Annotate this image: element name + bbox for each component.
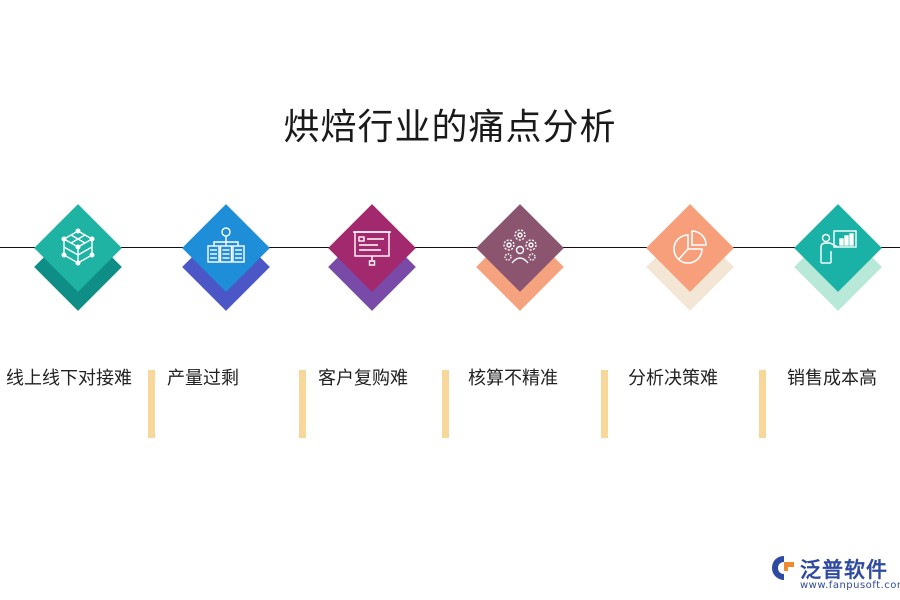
pain-point-label-3: 客户复购难 (318, 368, 408, 389)
brand-logo: 泛普软件 www.fanpusoft.com (770, 552, 900, 596)
separator-bar (759, 370, 766, 438)
pain-point-node-5 (640, 204, 740, 311)
logo-mark-icon (772, 556, 794, 580)
separator-bar (148, 370, 155, 438)
separator-bar (442, 370, 449, 438)
pain-point-node-4 (470, 204, 570, 311)
timeline-line (0, 247, 900, 248)
page-title: 烘焙行业的痛点分析 (283, 107, 617, 148)
pie-chart-icon (673, 230, 707, 264)
server-network-icon (207, 227, 245, 263)
pain-point-node-2 (176, 204, 276, 311)
logo-name: 泛普软件 (800, 558, 888, 582)
pain-point-node-6 (788, 204, 888, 311)
pain-point-node-1 (28, 204, 128, 311)
cube-network-icon (61, 228, 95, 266)
gears-person-icon (503, 229, 537, 264)
pain-point-label-2: 产量过剩 (167, 368, 239, 389)
pain-point-label-5: 分析决策难 (628, 368, 718, 389)
pain-point-node-3 (322, 204, 422, 311)
logo-url: www.fanpusoft.com (800, 580, 900, 591)
presentation-board-icon (353, 231, 391, 266)
separator-bar (601, 370, 608, 438)
pain-point-label-1: 线上线下对接难 (6, 368, 132, 389)
separator-bar (299, 370, 306, 438)
presenter-chart-icon (820, 230, 857, 264)
pain-point-label-4: 核算不精准 (468, 368, 558, 389)
pain-point-label-6: 销售成本高 (787, 368, 877, 389)
